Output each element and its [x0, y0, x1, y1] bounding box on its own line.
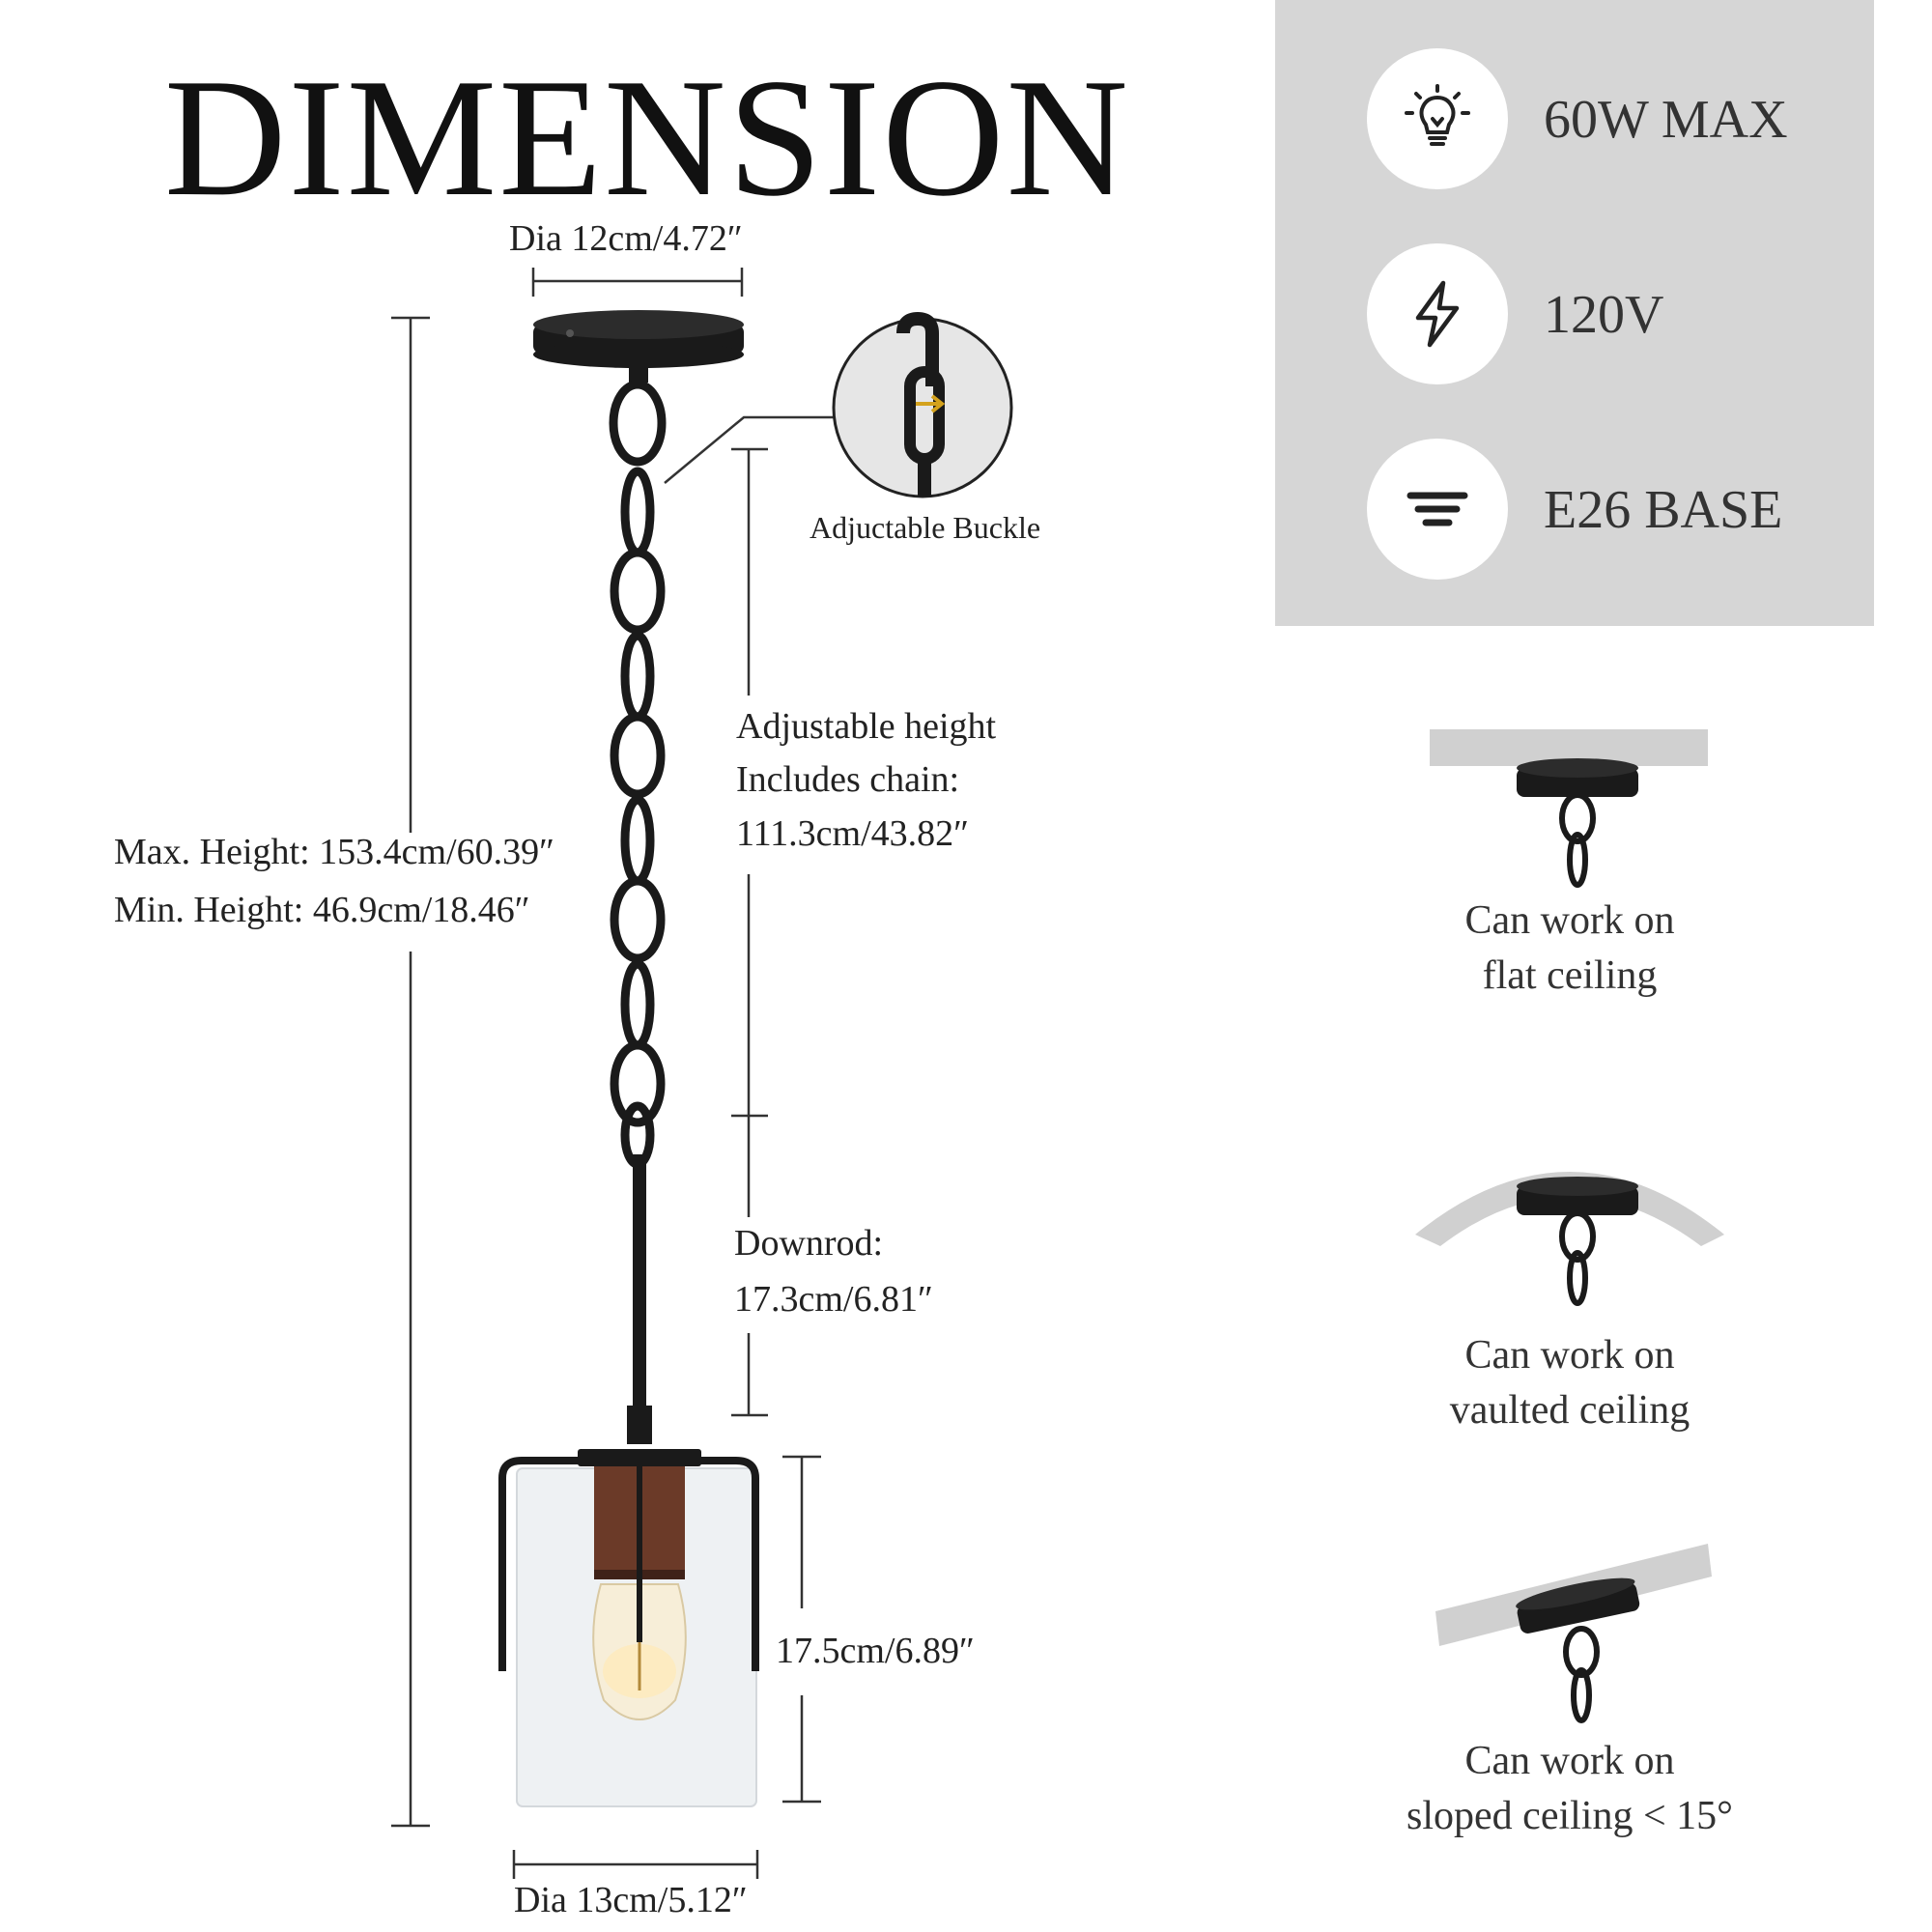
canopy-width-line [531, 268, 744, 297]
glass-shade [498, 1449, 759, 1807]
spec-panel: 60W MAX 120V E26 BASE [1275, 0, 1874, 626]
sloped-ceiling-caption: Can work on sloped ceiling < 15° [1319, 1734, 1821, 1843]
flat-ceiling-icon [1430, 729, 1708, 888]
base-socket-icon [1367, 439, 1508, 580]
shade-dia-label: Dia 13cm/5.12″ [514, 1880, 748, 1920]
downrod [627, 1154, 652, 1444]
chain-label-line1: Adjustable height [736, 706, 997, 747]
spec-wattage: 60W MAX [1367, 48, 1869, 193]
max-height-label: Max. Height: 153.4cm/60.39″ [114, 832, 554, 872]
downrod-height-line [731, 1116, 768, 1417]
canopy-dia-label: Dia 12cm/4.72″ [509, 218, 743, 259]
downrod-label-line2: 17.3cm/6.81″ [734, 1279, 933, 1320]
canopy [533, 310, 744, 383]
vaulted-ceiling-line2: vaulted ceiling [1449, 1387, 1690, 1433]
min-height-label: Min. Height: 46.9cm/18.46″ [114, 890, 530, 930]
buckle-callout [664, 311, 1013, 498]
total-height-line [391, 316, 430, 1828]
flat-ceiling-caption: Can work on flat ceiling [1319, 894, 1821, 1003]
sloped-ceiling-icon [1435, 1544, 1712, 1723]
lightning-bolt-icon [1367, 243, 1508, 384]
light-bulb-icon [1367, 48, 1508, 189]
sloped-ceiling-line2: sloped ceiling < 15° [1406, 1793, 1733, 1838]
chain [609, 380, 667, 1169]
spec-voltage-text: 120V [1544, 285, 1664, 345]
spec-base: E26 BASE [1367, 439, 1869, 583]
shade-width-line [512, 1850, 759, 1879]
downrod-label-line1: Downrod: [734, 1223, 884, 1264]
spec-wattage-text: 60W MAX [1544, 90, 1788, 150]
chain-label-line2: Includes chain: [736, 759, 960, 800]
shade-height-line [782, 1455, 821, 1804]
flat-ceiling-line1: Can work on [1464, 898, 1675, 943]
spec-base-text: E26 BASE [1544, 480, 1783, 540]
vaulted-ceiling-icon [1415, 1172, 1724, 1306]
spec-voltage: 120V [1367, 243, 1869, 388]
sloped-ceiling-line1: Can work on [1464, 1739, 1675, 1783]
buckle-label: Adjuctable Buckle [810, 510, 1041, 545]
shade-height-label: 17.5cm/6.89″ [776, 1631, 975, 1671]
pendant-diagram [391, 268, 1013, 1879]
vaulted-ceiling-caption: Can work on vaulted ceiling [1319, 1328, 1821, 1437]
chain-label-line3: 111.3cm/43.82″ [736, 813, 969, 854]
page-title: DIMENSION [164, 43, 1130, 231]
flat-ceiling-line2: flat ceiling [1482, 952, 1658, 998]
vaulted-ceiling-line1: Can work on [1464, 1333, 1675, 1378]
